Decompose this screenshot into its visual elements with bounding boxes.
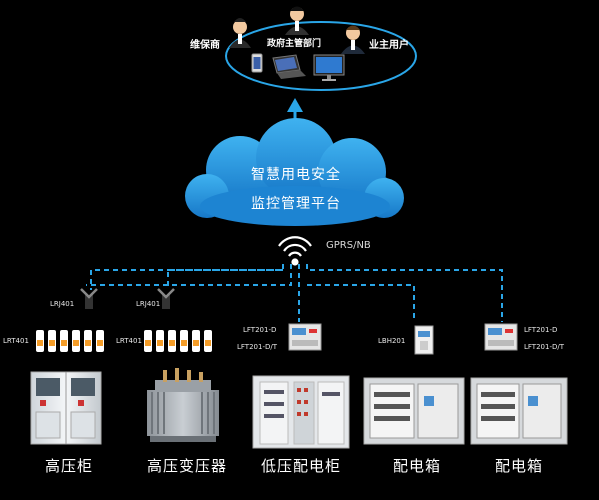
lft201-d-label-2: LFT201-D xyxy=(524,326,558,334)
smartphone-icon xyxy=(251,53,263,73)
lft201-d-label-1: LFT201-D xyxy=(243,326,277,334)
wireless-signal-icon xyxy=(278,236,312,266)
distribution-box-image-1 xyxy=(363,377,465,445)
upload-arrow-head xyxy=(287,98,303,112)
lbh201-label: LBH201 xyxy=(378,337,406,345)
desktop-monitor-icon xyxy=(313,54,345,81)
lrt401-sensor-group-2 xyxy=(144,330,212,352)
government-person-icon xyxy=(285,6,309,35)
lft201-dt-label-1: LFT201-D/T xyxy=(237,343,277,351)
distribution-box-label-1: 配电箱 xyxy=(393,457,442,475)
hv-cabinet-label: 高压柜 xyxy=(45,457,94,475)
hv-transformer-label: 高压变压器 xyxy=(147,457,228,475)
lrt401-label-2: LRT401 xyxy=(116,337,142,345)
hv-cabinet-image xyxy=(30,371,102,445)
network-links xyxy=(86,264,503,322)
hv-transformer-image xyxy=(147,368,219,442)
platform-title-line2: 监控管理平台 xyxy=(251,196,341,212)
owner-label: 业主用户 xyxy=(369,40,409,51)
lrj-antenna-icon-1 xyxy=(80,288,98,309)
user-group-ellipse xyxy=(225,21,417,91)
lv-cabinet-image xyxy=(252,375,350,449)
platform-title-line1: 智慧用电安全 xyxy=(251,167,341,183)
maintainer-label: 维保商 xyxy=(190,40,220,51)
lrj401-label-1: LRJ401 xyxy=(50,300,75,308)
laptop-icon xyxy=(272,54,306,79)
lv-cabinet-label: 低压配电柜 xyxy=(261,457,342,475)
lrt401-sensor-group-1 xyxy=(36,330,104,352)
maintainer-person-icon xyxy=(229,18,251,48)
lft201-module-icon-2 xyxy=(484,323,518,351)
lbh201-module-icon xyxy=(414,325,434,355)
distribution-box-image-2 xyxy=(470,377,568,445)
lrj-antenna-icon-2 xyxy=(157,288,175,309)
distribution-box-label-2: 配电箱 xyxy=(495,457,544,475)
owner-person-icon xyxy=(341,25,365,54)
lft201-dt-label-2: LFT201-D/T xyxy=(524,343,564,351)
lrt401-label-1: LRT401 xyxy=(3,337,29,345)
cloud-shape xyxy=(185,118,404,226)
lrj401-label-2: LRJ401 xyxy=(136,300,161,308)
government-label: 政府主管部门 xyxy=(267,39,322,49)
network-label: GPRS/NB xyxy=(326,240,371,251)
lft201-module-icon-1 xyxy=(288,323,322,351)
